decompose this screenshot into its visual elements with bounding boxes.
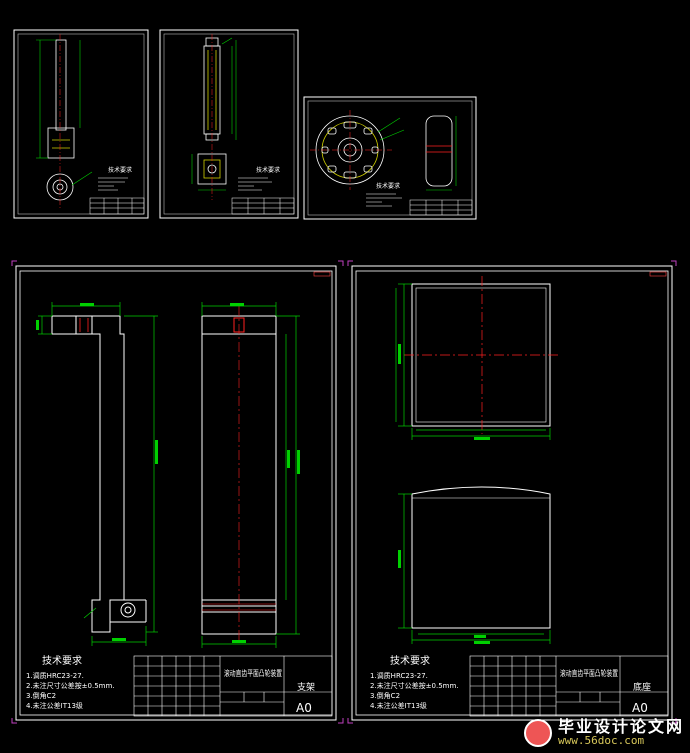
sheet-4-tech-title: 技术要求 [42, 654, 82, 667]
sheet-1-title-block [89, 197, 145, 215]
sheet-4-title-block [133, 655, 333, 717]
sheet-2-dimensions [191, 37, 237, 191]
sheet-5-sheet-size: A0 [632, 701, 648, 715]
sheet-4-part-name: 支架 [297, 681, 315, 693]
sheet-2: 技术要求 [159, 29, 299, 219]
sheet-3-title: 技术要求 [376, 182, 400, 190]
sheet-3-border [303, 96, 477, 220]
sheet-5-dimensions [395, 283, 551, 644]
watermark-title: 毕业设计论文网 [557, 716, 684, 736]
sheet-5-tech-title: 技术要求 [390, 654, 430, 667]
sheet-5-sheet-tag [649, 271, 667, 277]
sheet-2-title: 技术要求 [256, 166, 280, 174]
sheet-3: 技术要求 [303, 96, 477, 220]
sheet-5-dimension-labels [398, 344, 490, 644]
watermark-text: 毕业设计论文网 www.56doc.com [557, 716, 684, 748]
sheet-5-border [351, 265, 673, 721]
sheet-5-corner-marks [347, 260, 677, 724]
sheet-4-drawing-name: 滚动直齿平面凸轮装置 [224, 668, 282, 678]
sheet-1-border [13, 29, 149, 219]
sheet-5-tech-notes: 1.调质HRC23-27. 2.未注尺寸公差按±0.5mm. 3.倒角C2 4.… [370, 671, 459, 710]
sheet-5-part-name: 底座 [633, 681, 651, 693]
sheet-5-note-4: 4.未注公差IT13级 [370, 701, 427, 710]
sheet-4-note-2: 2.未注尺寸公差按±0.5mm. [26, 681, 115, 690]
sheet-5: 技术要求 1.调质HRC23-27. 2.未注尺寸公差按±0.5mm. 3.倒角… [347, 260, 677, 724]
sheet-2-border [159, 29, 299, 219]
sheet-5-front-view [411, 486, 551, 629]
sheet-1-inner-border [17, 33, 145, 215]
sheet-3-notes [366, 193, 402, 207]
sheet-4: 技术要求 1.调质HRC23-27. 2.未注尺寸公差按±0.5mm. 3.倒角… [11, 260, 344, 724]
sheet-5-drawing-name: 滚动直齿平面凸轮装置 [560, 668, 618, 678]
sheet-3-side-view [425, 115, 453, 187]
sheet-1: 技术要求 [13, 29, 149, 219]
sheet-4-bracket [51, 315, 147, 633]
sheet-5-title-block [469, 655, 669, 717]
sheet-4-sheet-tag [313, 271, 331, 277]
sheet-4-note-1: 1.调质HRC23-27. [26, 671, 84, 680]
sheet-4-note-3: 3.倒角C2 [26, 691, 56, 700]
sheet-2-notes [238, 177, 272, 191]
sheet-4-dimension-labels [36, 303, 300, 643]
sheet-4-sheet-size: A0 [296, 701, 312, 715]
sheet-1-title: 技术要求 [108, 166, 132, 174]
sheet-2-inner-border [163, 33, 295, 215]
sheet-1-notes [98, 177, 128, 191]
sheet-3-title-block [409, 199, 473, 216]
watermark-logo-icon [523, 718, 552, 747]
sheet-1-dimensions [36, 39, 93, 186]
watermark: 毕业设计论文网 www.56doc.com [523, 716, 684, 748]
sheet-5-note-3: 3.倒角C2 [370, 691, 400, 700]
watermark-url: www.56doc.com [557, 734, 645, 748]
sheet-5-note-1: 1.调质HRC23-27. [370, 671, 428, 680]
sheet-3-inner-border [307, 100, 473, 216]
sheet-4-note-4: 4.未注公差IT13级 [26, 701, 83, 710]
sheet-3-dimensions [377, 116, 457, 191]
sheet-4-bracket-hatch [79, 318, 89, 332]
sheet-4-corner-marks [11, 260, 344, 724]
sheet-4-border [15, 265, 337, 721]
sheet-5-note-2: 2.未注尺寸公差按±0.5mm. [370, 681, 459, 690]
sheet-2-title-block [231, 197, 295, 215]
sheet-4-tech-notes: 1.调质HRC23-27. 2.未注尺寸公差按±0.5mm. 3.倒角C2 4.… [26, 671, 115, 710]
